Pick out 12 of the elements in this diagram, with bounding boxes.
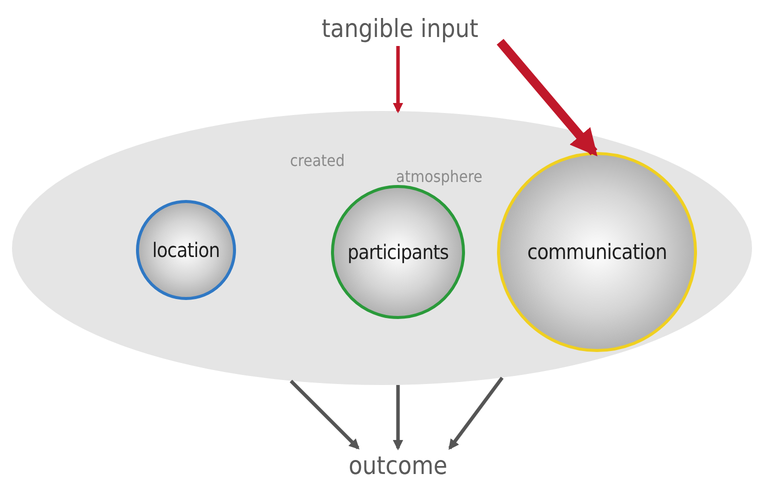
circle-label: communication: [527, 240, 667, 264]
circle-label: location: [152, 238, 220, 262]
arrow: [290, 380, 360, 450]
arrow: [448, 376, 504, 450]
arrow: [496, 38, 598, 156]
area-label: atmosphere: [396, 167, 482, 186]
node-label: tangible input: [300, 10, 500, 46]
area-label: created: [290, 151, 345, 170]
circle-label: participants: [347, 240, 449, 264]
node-label: outcome: [340, 448, 456, 482]
arrow: [392, 46, 404, 114]
arrow: [392, 385, 404, 450]
